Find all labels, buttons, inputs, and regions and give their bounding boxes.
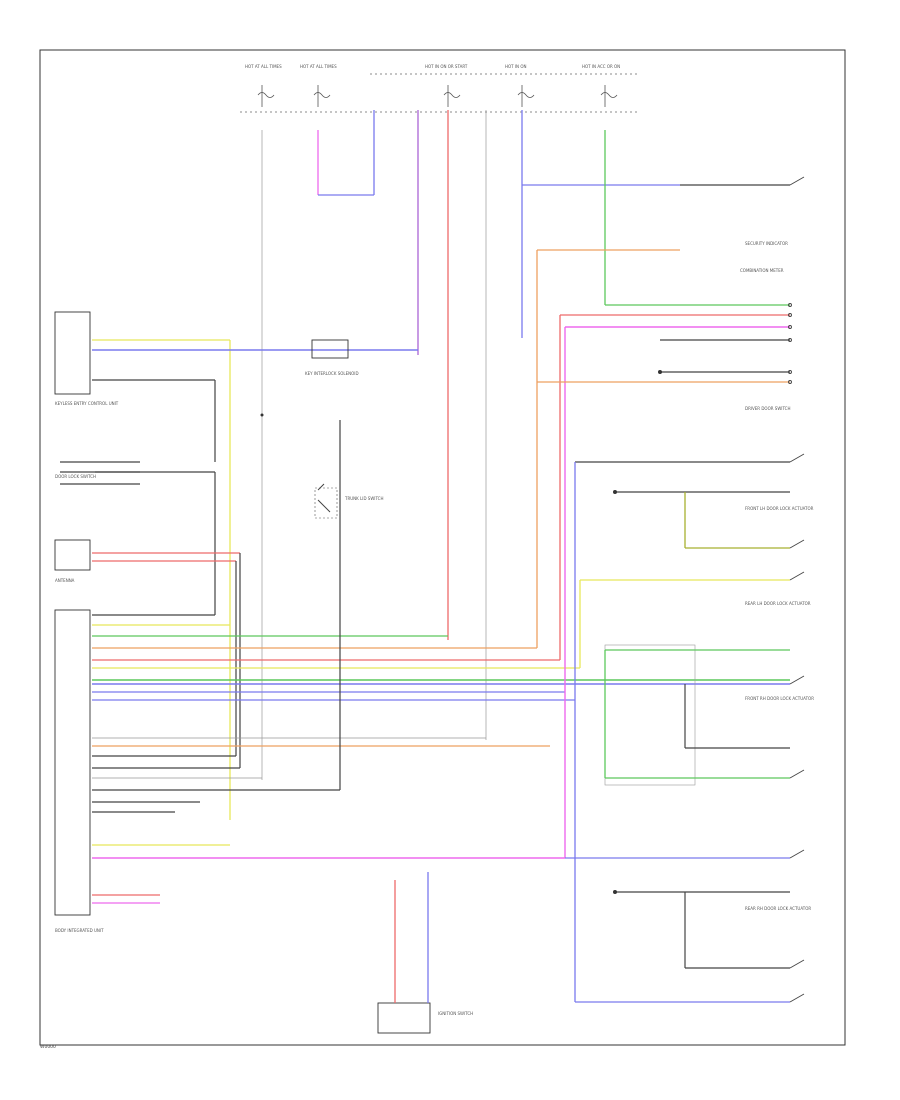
keyless-control-unit: KEYLESS ENTRY CONTROL UNIT xyxy=(54,311,119,406)
rear-rh-door-actuator: REAR RH DOOR LOCK ACTUATOR xyxy=(565,700,811,1003)
front-lh-door-actuator: FRONT LH DOOR LOCK ACTUATOR xyxy=(574,461,814,700)
rear-lh-door-label: REAR LH DOOR LOCK ACTUATOR xyxy=(745,601,811,606)
fuse-wires xyxy=(261,110,790,780)
driver-door-switch-label: DRIVER DOOR SWITCH xyxy=(745,406,790,411)
fuse-label-4: HOT IN ON xyxy=(505,64,526,69)
ground-markers xyxy=(260,370,662,894)
front-lh-door-label: FRONT LH DOOR LOCK ACTUATOR xyxy=(745,506,814,511)
fuse-block-group: HOT AT ALL TIMES HOT AT ALL TIMES HOT IN… xyxy=(240,64,640,113)
combination-meter-label: COMBINATION METER xyxy=(740,268,784,273)
fuse-label-2: HOT AT ALL TIMES xyxy=(300,64,337,69)
antenna-unit: ANTENNA xyxy=(54,539,91,583)
trunk-lid-switch: TRUNK LID SWITCH xyxy=(314,420,383,790)
fuse-label-1: HOT AT ALL TIMES xyxy=(245,64,282,69)
door-lock-switch: DOOR LOCK SWITCH xyxy=(55,461,140,485)
key-interlock-label: KEY INTERLOCK SOLENOID xyxy=(305,371,359,376)
front-rh-door-actuator: FRONT RH DOOR LOCK ACTUATOR xyxy=(604,644,814,786)
rear-rh-door-label: REAR RH DOOR LOCK ACTUATOR xyxy=(745,906,811,911)
fuse-label-5: HOT IN ACC OR ON xyxy=(582,64,620,69)
door-lock-switch-label: DOOR LOCK SWITCH xyxy=(55,474,96,479)
key-interlock-solenoid: KEY INTERLOCK SOLENOID xyxy=(305,339,359,376)
body-integrated-unit: BODY INTEGRATED UNIT xyxy=(54,609,104,933)
front-rh-door-label: FRONT RH DOOR LOCK ACTUATOR xyxy=(745,696,814,701)
rear-lh-door-actuator: REAR LH DOOR LOCK ACTUATOR xyxy=(579,579,811,668)
body-unit-label: BODY INTEGRATED UNIT xyxy=(55,928,104,933)
security-indicator: SECURITY INDICATOR xyxy=(680,184,790,246)
combination-meter: COMBINATION METER xyxy=(536,249,784,648)
trunk-lid-switch-label: TRUNK LID SWITCH xyxy=(344,496,383,501)
diagram-frame xyxy=(39,49,846,1046)
keyless-control-unit-label: KEYLESS ENTRY CONTROL UNIT xyxy=(55,401,119,406)
ignition-switch-label: IGNITION SWITCH xyxy=(438,1011,473,1016)
security-indicator-label: SECURITY INDICATOR xyxy=(745,241,788,246)
fuse-label-3: HOT IN ON OR START xyxy=(425,64,468,69)
driver-door-switch: DRIVER DOOR SWITCH xyxy=(537,314,790,858)
main-unit-bus xyxy=(92,614,790,904)
ignition-switch: IGNITION SWITCH xyxy=(377,872,473,1034)
figure-id: W0000 xyxy=(40,1044,56,1050)
antenna-label: ANTENNA xyxy=(55,578,75,583)
switch-glyphs xyxy=(788,176,805,1003)
